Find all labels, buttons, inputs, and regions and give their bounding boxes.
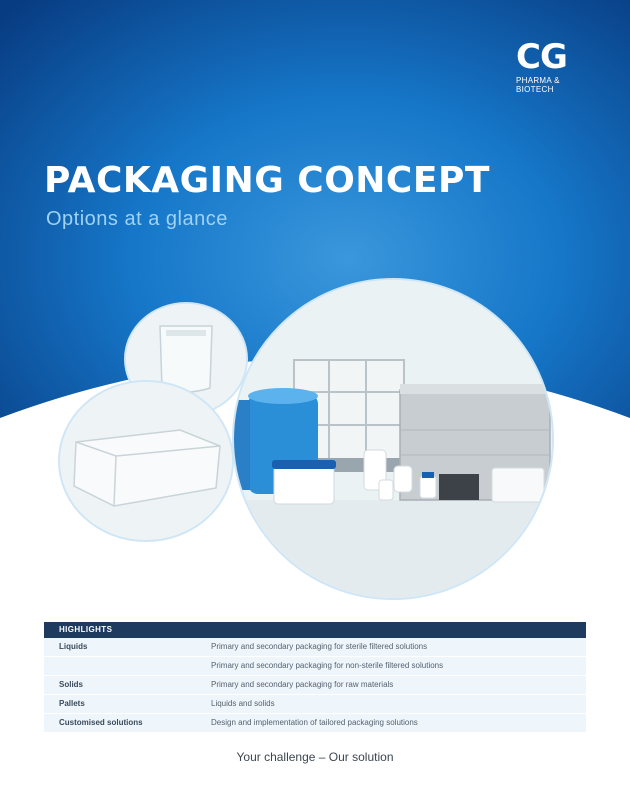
company-logo: CG PHARMA & BIOTECH <box>516 40 596 94</box>
row-category: Pallets <box>59 699 85 708</box>
highlights-table: HIGHLIGHTS Liquids Primary and secondary… <box>44 622 586 733</box>
row-description: Primary and secondary packaging for raw … <box>211 680 394 689</box>
logo-subtitle-line2: BIOTECH <box>516 85 554 94</box>
logo-subtitle-line1: PHARMA & <box>516 76 560 85</box>
row-category: Liquids <box>59 642 88 651</box>
box-liner-illustration <box>60 382 232 540</box>
footer-tagline: Your challenge – Our solution <box>236 750 394 764</box>
table-row: Customised solutions Design and implemen… <box>44 714 586 733</box>
row-description: Design and implementation of tailored pa… <box>211 718 418 727</box>
row-description: Primary and secondary packaging for ster… <box>211 642 428 651</box>
row-description: Liquids and solids <box>211 699 275 708</box>
row-category <box>44 657 211 675</box>
row-category: Solids <box>59 680 84 689</box>
box-liner-photo <box>58 380 234 542</box>
table-row: Primary and secondary packaging for non-… <box>44 657 586 676</box>
table-row: Solids Primary and secondary packaging f… <box>44 676 586 695</box>
page-subtitle: Options at a glance <box>46 208 228 230</box>
row-category: Customised solutions <box>59 718 143 727</box>
table-row: Liquids Primary and secondary packaging … <box>44 638 586 657</box>
logo-mark: CG <box>516 37 568 77</box>
highlights-header: HIGHLIGHTS <box>44 622 586 638</box>
containers-illustration <box>234 280 552 598</box>
page-title: PACKAGING CONCEPT <box>44 160 490 201</box>
table-row: Pallets Liquids and solids <box>44 695 586 714</box>
product-range-photo <box>232 278 554 600</box>
row-description: Primary and secondary packaging for non-… <box>211 661 444 670</box>
